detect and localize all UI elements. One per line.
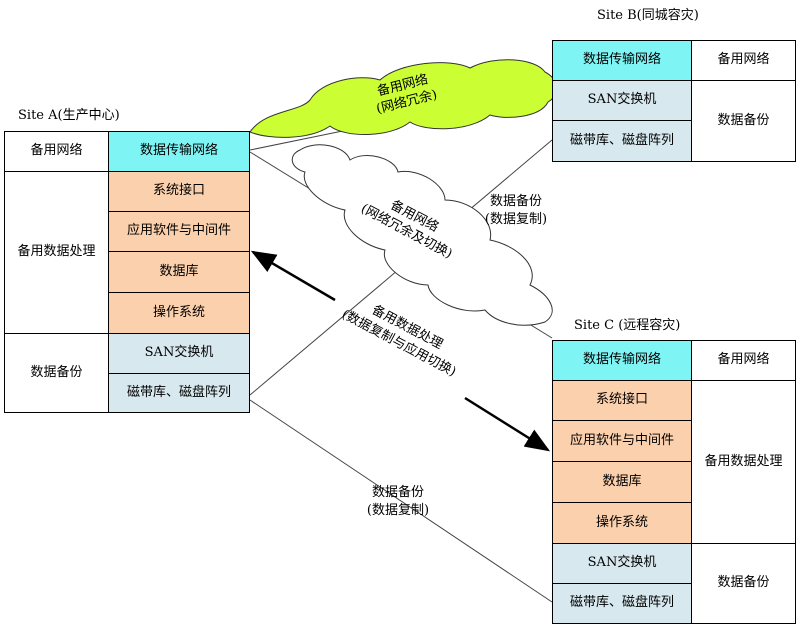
- ab-backup-label: 数据备份 (数据复制): [476, 193, 556, 228]
- link-a-storage-to-c: [249, 399, 553, 603]
- arrow-to-site-a: [250, 250, 336, 302]
- site-c-os: 操作系统: [552, 502, 692, 544]
- site-c-app-middleware: 应用软件与中间件: [552, 420, 692, 462]
- site-c-data-network: 数据传输网络: [552, 340, 692, 381]
- site-b-storage: 磁带库、磁盘阵列: [552, 120, 692, 162]
- site-a-database: 数据库: [108, 251, 250, 293]
- site-a-app-middleware: 应用软件与中间件: [108, 211, 250, 252]
- site-b-title: Site B(同城容灾): [597, 8, 699, 23]
- site-b-san: SAN交换机: [552, 80, 692, 121]
- site-a-storage: 磁带库、磁盘阵列: [108, 373, 250, 413]
- site-c-database: 数据库: [552, 461, 692, 503]
- site-a-system-interface: 系统接口: [108, 171, 250, 212]
- ab-backup-label-line1: 数据备份: [489, 194, 542, 209]
- site-a-backup-network: 备用网络: [4, 131, 109, 172]
- site-c-san: SAN交换机: [552, 543, 692, 584]
- site-c-data-backup: 数据备份: [691, 543, 796, 624]
- site-b-backup-network: 备用网络: [691, 40, 796, 81]
- white-cloud: [291, 144, 553, 326]
- ac-backup-label: 数据备份 (数据复制): [358, 484, 438, 519]
- site-c-backup-processing: 备用数据处理: [691, 380, 796, 544]
- ab-backup-label-line2: (数据复制): [484, 211, 548, 227]
- site-b-data-network: 数据传输网络: [552, 40, 692, 81]
- ac-backup-label-line2: (数据复制): [366, 502, 430, 518]
- site-a-title: Site A(生产中心): [18, 108, 120, 123]
- site-c-system-interface: 系统接口: [552, 380, 692, 421]
- site-a-os: 操作系统: [108, 292, 250, 334]
- arrow-to-site-c: [464, 396, 551, 452]
- site-a-backup-processing: 备用数据处理: [4, 171, 109, 334]
- site-c-title: Site C (远程容灾): [574, 318, 681, 333]
- site-a-san: SAN交换机: [108, 333, 250, 374]
- site-c-backup-network: 备用网络: [691, 340, 796, 381]
- site-b-data-backup: 数据备份: [691, 80, 796, 162]
- site-a-data-backup: 数据备份: [4, 333, 109, 413]
- site-c-storage: 磁带库、磁盘阵列: [552, 583, 692, 624]
- site-a-data-network: 数据传输网络: [108, 131, 250, 172]
- ac-backup-label-line1: 数据备份: [371, 485, 424, 500]
